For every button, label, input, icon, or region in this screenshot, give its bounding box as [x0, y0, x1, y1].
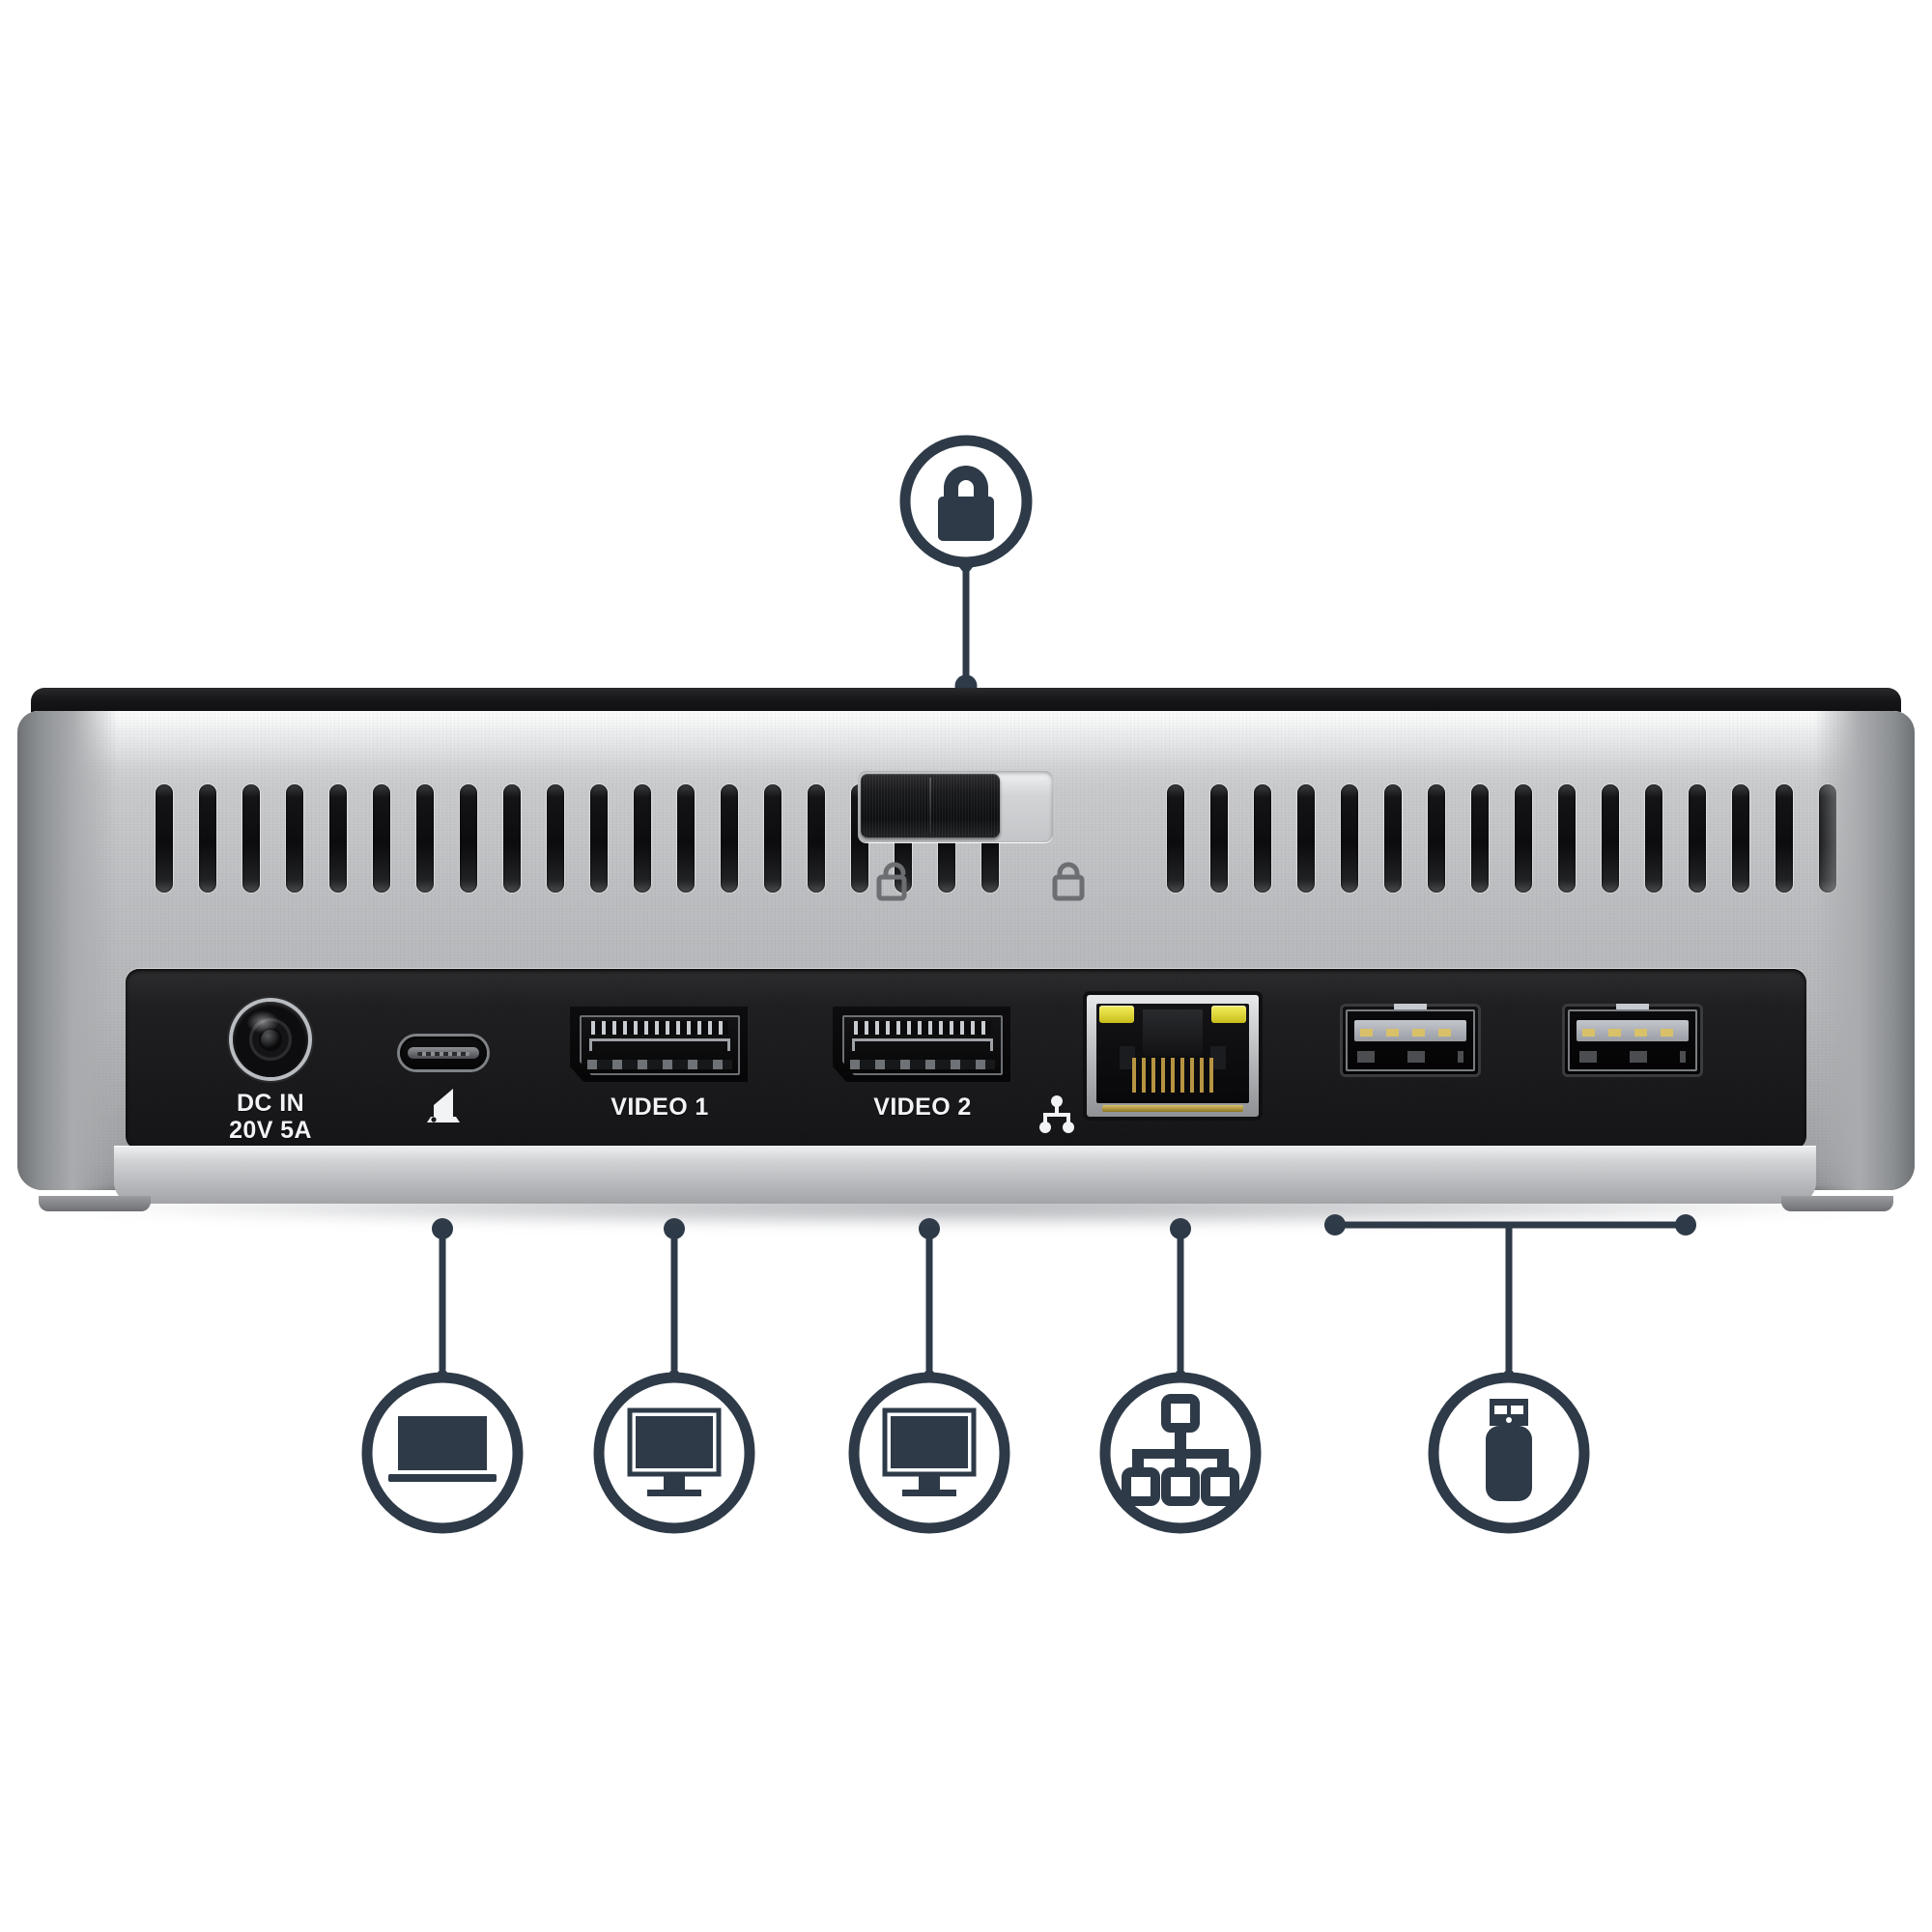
laptop-icon — [361, 1366, 524, 1534]
lock-slider-knob[interactable] — [861, 774, 1000, 838]
callout-network[interactable] — [1094, 1362, 1267, 1543]
vent-slot — [1645, 784, 1662, 893]
usb-a-tabs — [1579, 1051, 1686, 1063]
vent-slot — [1515, 784, 1532, 893]
usb-a-port-1[interactable] — [1343, 1004, 1478, 1074]
vent-slot — [503, 784, 521, 893]
rj45-key-tab — [1143, 1009, 1203, 1056]
vent-slot — [1776, 784, 1793, 893]
vent-slot — [1558, 784, 1576, 893]
vent-slot — [1689, 784, 1706, 893]
usb-a-tabs — [1357, 1051, 1463, 1063]
device-bottom-lip — [114, 1146, 1816, 1204]
vent-slot — [416, 784, 434, 893]
lock-slider-track[interactable] — [858, 771, 1053, 842]
callout-usb-devices[interactable] — [1422, 1362, 1596, 1543]
dp-pins — [591, 1021, 728, 1035]
vent-slot — [634, 784, 651, 893]
vent-slot — [764, 784, 781, 893]
dc-in-label: DC IN 20V 5A — [229, 1090, 312, 1144]
vent-slot — [1297, 784, 1315, 893]
vent-slot — [1732, 784, 1749, 893]
usb-a-top-notch — [1616, 1004, 1649, 1011]
callout-security-lock[interactable] — [869, 433, 1063, 590]
usb-a-frame — [1568, 1009, 1697, 1071]
lock-closed-icon — [899, 435, 1033, 576]
usb-a-top-notch — [1394, 1004, 1427, 1011]
displayport-video-1[interactable] — [570, 1007, 748, 1082]
vent-slot — [373, 784, 390, 893]
dp-bar — [589, 1038, 730, 1051]
video-2-label: VIDEO 2 — [873, 1094, 972, 1121]
vent-slot — [590, 784, 608, 893]
vent-slot — [547, 784, 564, 893]
usb-a-tongue — [1354, 1020, 1466, 1041]
dp-lower-contacts — [587, 1060, 732, 1069]
vent-slot — [242, 784, 260, 893]
monitor-icon — [848, 1366, 1010, 1534]
device-foot-left — [39, 1196, 151, 1211]
dp-bar — [852, 1038, 993, 1051]
vent-slot — [721, 784, 738, 893]
dp-shell — [842, 1015, 1003, 1075]
vent-slot — [1602, 784, 1619, 893]
displayport-video-2[interactable] — [833, 1007, 1010, 1082]
vent-slot — [1906, 784, 1915, 893]
vent-slot — [1819, 784, 1836, 893]
usb-a-frame — [1346, 1009, 1475, 1071]
vent-slot — [199, 784, 216, 893]
vent-slot — [1210, 784, 1228, 893]
dc-in-port[interactable] — [233, 1002, 308, 1077]
face-highlight — [17, 711, 1915, 769]
dp-pins — [854, 1021, 991, 1035]
laptop-icon — [421, 1084, 466, 1133]
device-foot-right — [1781, 1196, 1893, 1211]
vent-slot — [286, 784, 303, 893]
vent-slot — [1341, 784, 1358, 893]
rj45-gold-pins — [1132, 1058, 1213, 1093]
dp-lower-contacts — [850, 1060, 995, 1069]
dp-shell — [580, 1015, 740, 1075]
rj45-led-left — [1099, 1006, 1134, 1023]
vent-slot — [1471, 784, 1489, 893]
usb-c-tongue — [408, 1047, 479, 1059]
vent-slot — [1384, 784, 1402, 893]
rj45-notch-left — [1120, 1046, 1135, 1069]
rj45-notch-right — [1210, 1046, 1226, 1069]
vent-slot — [1254, 784, 1271, 893]
vent-slot — [1862, 784, 1880, 893]
rj45-led-right — [1211, 1006, 1246, 1023]
vent-slot — [677, 784, 695, 893]
vent-slot — [460, 784, 477, 893]
monitor-icon — [593, 1366, 755, 1534]
usb-c-host-port[interactable] — [400, 1037, 487, 1069]
vent-slot — [808, 784, 825, 893]
callout-display-1[interactable] — [587, 1362, 761, 1543]
unlock-icon — [872, 860, 913, 902]
callout-display-2[interactable] — [842, 1362, 1016, 1543]
usb-drive-icon — [1428, 1366, 1590, 1534]
callout-host-laptop[interactable] — [355, 1362, 529, 1543]
vent-group-right — [1167, 784, 1915, 893]
usb-a-port-2[interactable] — [1565, 1004, 1700, 1074]
vent-slot — [1167, 784, 1184, 893]
vent-slot — [329, 784, 347, 893]
network-icon — [1099, 1366, 1262, 1534]
rj45-bottom-lip — [1102, 1105, 1243, 1112]
network-icon — [1036, 1095, 1078, 1141]
vent-slot — [156, 784, 173, 893]
lock-icon — [1048, 860, 1089, 902]
usb-a-tongue — [1577, 1020, 1689, 1041]
vent-slot — [1428, 784, 1445, 893]
video-1-label: VIDEO 1 — [611, 1094, 709, 1121]
ethernet-rj45-port[interactable] — [1087, 995, 1259, 1117]
